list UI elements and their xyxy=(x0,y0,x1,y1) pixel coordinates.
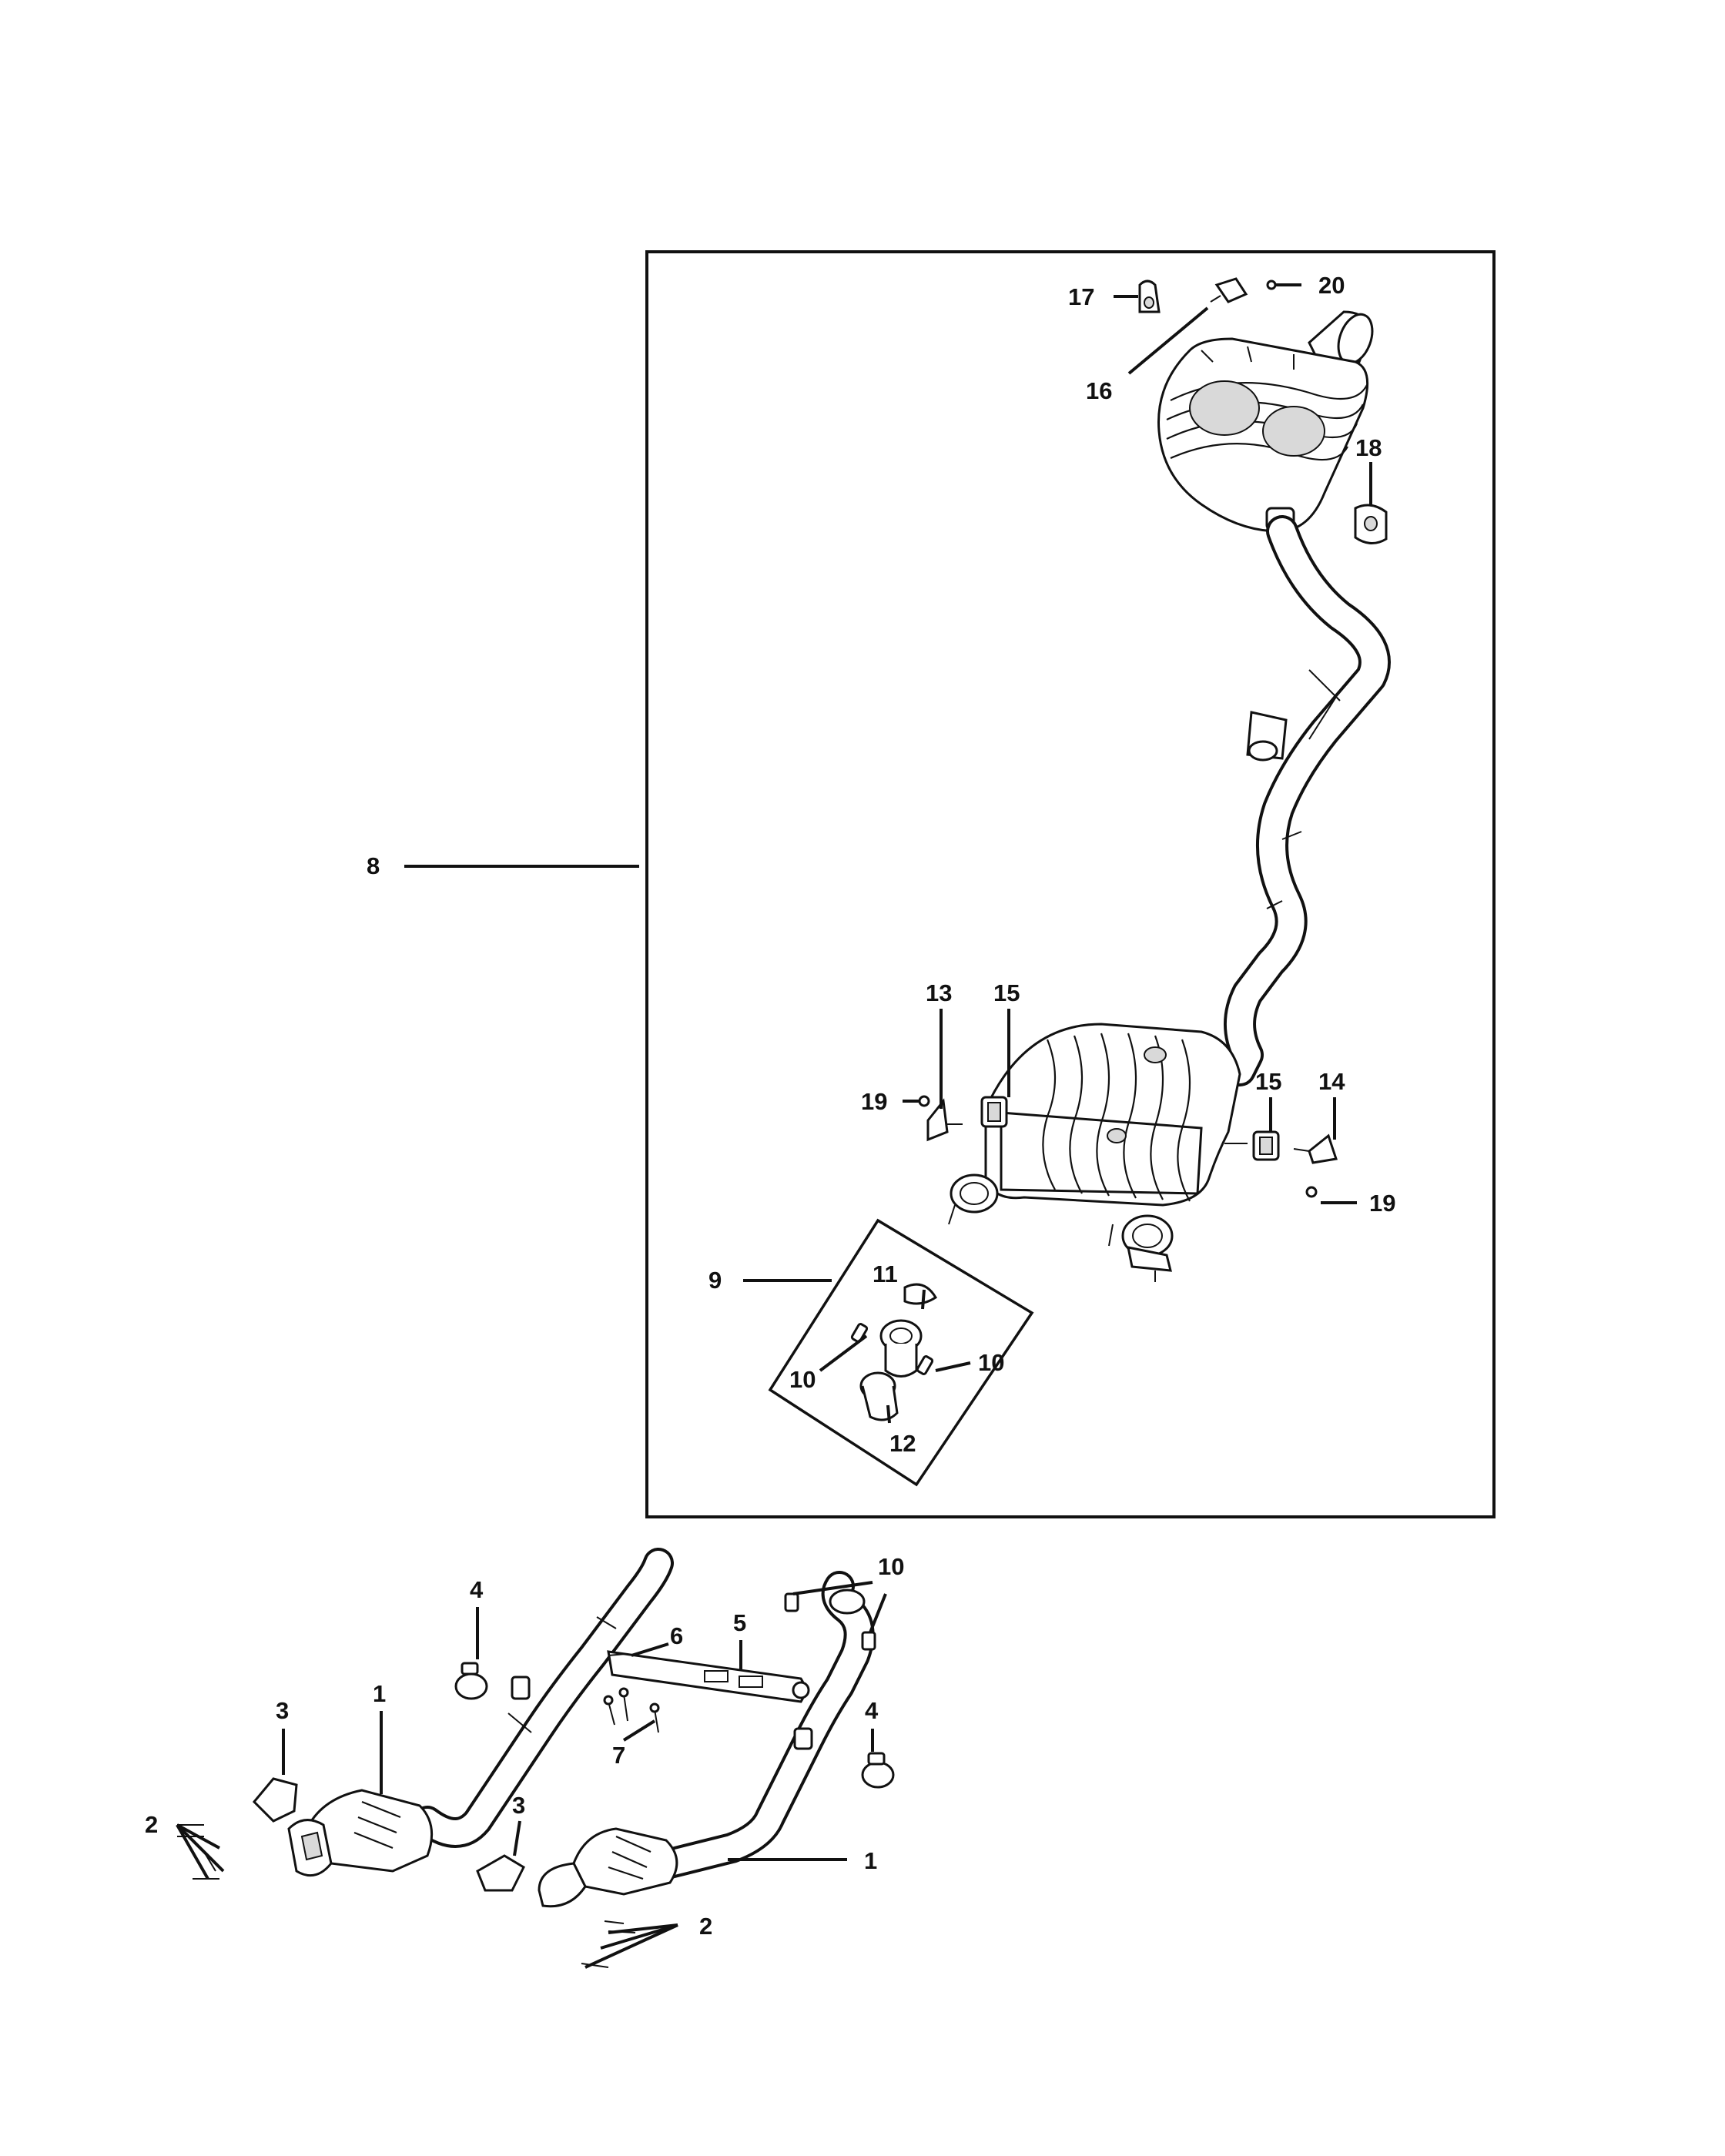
bolts-6 xyxy=(608,1653,626,1656)
callout-3-left: 3 xyxy=(276,1697,289,1724)
callout-20: 20 xyxy=(1318,272,1345,299)
clip-20 xyxy=(1266,280,1277,290)
callout-1-right: 1 xyxy=(864,1847,877,1874)
bolts-7 xyxy=(603,1687,660,1733)
callout-13: 13 xyxy=(926,979,952,1006)
callout-2-right: 2 xyxy=(699,1913,712,1940)
stud-10-b xyxy=(861,1631,876,1651)
callout-2-left: 2 xyxy=(145,1811,158,1838)
callout-1-left: 1 xyxy=(373,1680,386,1707)
callout-4-left: 4 xyxy=(470,1576,484,1603)
callout-16: 16 xyxy=(1086,377,1112,404)
callout-18: 18 xyxy=(1355,434,1382,461)
hanger-17 xyxy=(1138,280,1161,313)
callout-19-b: 19 xyxy=(1369,1190,1395,1217)
bracket-16 xyxy=(1210,277,1248,303)
callout-15-a: 15 xyxy=(993,979,1020,1006)
callout-6: 6 xyxy=(670,1622,683,1649)
hanger-18 xyxy=(1354,504,1388,544)
bracket-13 xyxy=(926,1098,963,1142)
pipe-hanger xyxy=(1246,711,1288,762)
callout-10-a: 10 xyxy=(978,1349,1004,1376)
clamp-4-right xyxy=(861,1752,895,1789)
nut-19-left xyxy=(918,1095,930,1107)
assembly-8-frame xyxy=(645,250,1496,1518)
callout-5: 5 xyxy=(733,1609,746,1636)
isolator-15-right xyxy=(1252,1130,1280,1161)
callout-8: 8 xyxy=(367,852,380,879)
callout-15-b: 15 xyxy=(1255,1068,1281,1095)
front-pipe-left xyxy=(287,1548,674,1877)
callout-7: 7 xyxy=(612,1742,625,1769)
callouts: 1 1 2 2 3 3 4 4 5 6 7 8 9 10 10 10 11 12… xyxy=(145,272,1395,1940)
callout-12: 12 xyxy=(889,1430,916,1457)
gasket-3-right xyxy=(476,1854,525,1892)
callout-14: 14 xyxy=(1318,1068,1345,1095)
gasket-3-left xyxy=(252,1777,298,1823)
callout-4-right: 4 xyxy=(865,1697,879,1724)
callout-9: 9 xyxy=(708,1267,722,1294)
callout-10-b: 10 xyxy=(789,1366,816,1393)
repair-kit-9 xyxy=(768,1218,1034,1487)
stud-10-a xyxy=(784,1592,799,1612)
front-pipe-right xyxy=(538,1571,875,1908)
isolator-15-left xyxy=(980,1096,1008,1128)
front-muffler xyxy=(948,1023,1248,1282)
nut-19-right xyxy=(1305,1186,1318,1198)
bracket-5 xyxy=(607,1650,810,1703)
callout-3-right: 3 xyxy=(512,1792,525,1819)
clamp-4-left xyxy=(454,1662,488,1700)
callout-11: 11 xyxy=(873,1260,898,1287)
callout-10-c: 10 xyxy=(878,1553,904,1580)
callout-17: 17 xyxy=(1068,283,1094,310)
rear-muffler xyxy=(1157,310,1374,533)
callout-19-a: 19 xyxy=(861,1088,887,1115)
bracket-14 xyxy=(1293,1133,1338,1164)
